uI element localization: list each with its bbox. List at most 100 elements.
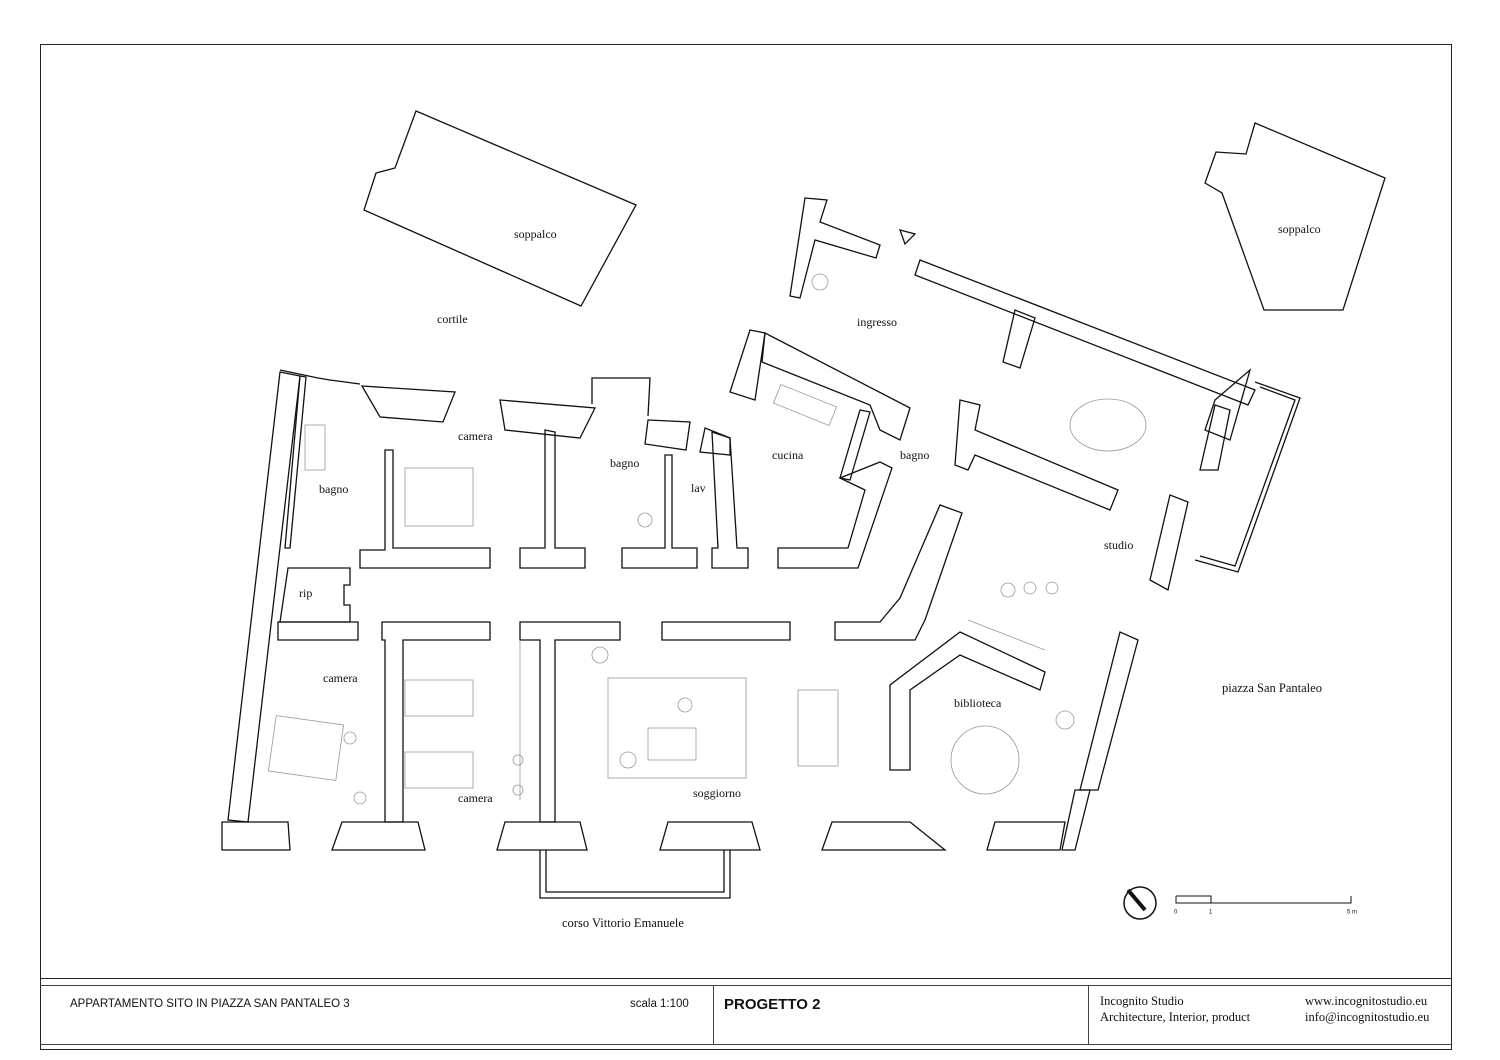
project-name: PROGETTO 2 (724, 996, 821, 1013)
wall-bagno-div (519, 429, 586, 569)
title-block: APPARTAMENTO SITO IN PIAZZA SAN PANTALEO… (40, 978, 1452, 1050)
furniture-chair-1 (637, 512, 653, 528)
label-cucina: cucina (772, 448, 804, 462)
entry-marker (898, 229, 917, 246)
furniture-studio-bench (967, 619, 1046, 651)
studio-email: info@incognitostudio.eu (1305, 1010, 1430, 1024)
scale-bar (1175, 895, 1352, 904)
furniture-chair-3 (353, 791, 367, 805)
label-soppalco-right: soppalco (1278, 222, 1321, 236)
south-pier-3 (496, 821, 588, 851)
wall-rip (279, 567, 351, 623)
wall-camera-bl (277, 621, 359, 641)
south-pier-2 (331, 821, 426, 851)
furniture-rug (607, 677, 747, 779)
furniture-bed-bm-2 (404, 751, 474, 789)
wall-biblioteca (889, 631, 1046, 771)
east-pier-4 (1204, 368, 1252, 441)
label-camera-top: camera (458, 429, 493, 443)
wall-north-left (789, 197, 881, 299)
east-pier-1 (1079, 631, 1139, 791)
south-pier-6 (986, 821, 1066, 851)
east-pier-3 (1199, 404, 1231, 471)
furniture-chair-9 (619, 751, 637, 769)
north-arrow-icon (1123, 886, 1157, 920)
title-block-divider-2 (1088, 986, 1089, 1044)
furniture-plant-1 (811, 273, 829, 291)
wall-lav-cucina (711, 431, 749, 569)
label-biblioteca: biblioteca (954, 696, 1002, 710)
wall-camera-bagno (359, 449, 491, 569)
balcony-soggiorno (539, 850, 731, 899)
scale-tick-1: 1 (1209, 910, 1213, 916)
furniture-bath-fixture (304, 424, 326, 471)
title-block-row: APPARTAMENTO SITO IN PIAZZA SAN PANTALEO… (40, 985, 1452, 1045)
furniture-chair-5 (512, 784, 524, 796)
furniture-chair-2 (343, 731, 357, 745)
balcony-bagno (591, 377, 651, 417)
balcony-soggiorno-inner (545, 850, 725, 893)
south-pier-5 (821, 821, 947, 851)
furniture-bed-top (404, 467, 474, 527)
wall-bagno-right (777, 461, 893, 569)
south-pier-1 (221, 821, 291, 851)
furniture-chair-8 (1045, 581, 1059, 595)
east-pier-2 (1149, 494, 1189, 591)
wall-camera-bm (381, 621, 491, 823)
wall-north-ingresso (914, 259, 1256, 406)
furniture-plant-2 (591, 646, 609, 664)
furniture-chair-6 (1000, 582, 1016, 598)
furniture-dining-table (797, 689, 839, 767)
furniture-chair-10 (677, 697, 693, 713)
wall-north-camera-2 (499, 399, 597, 439)
drawing-scale: scala 1:100 (630, 998, 689, 1010)
east-wall-1 (1061, 789, 1091, 851)
sheet-border (40, 44, 1452, 1050)
label-ingresso: ingresso (857, 315, 897, 329)
label-bagno-right: bagno (900, 448, 929, 462)
soppalco-right-outline (1204, 122, 1386, 311)
furniture-chair-7 (1023, 581, 1037, 595)
wall-cucina-east (839, 409, 871, 481)
label-cortile: cortile (437, 312, 468, 326)
furniture-bed-bm-1 (404, 679, 474, 717)
wall-west-inner (284, 375, 307, 549)
studio-website: www.incognitostudio.eu (1305, 994, 1428, 1008)
scale-tick-5: 5 m (1347, 910, 1357, 916)
label-camera-bm: camera (458, 791, 493, 805)
soppalco-left-outline (363, 110, 637, 307)
balcony-studio (1194, 381, 1301, 573)
balcony-studio-inner (1199, 386, 1296, 567)
wall-corridor-east (834, 504, 963, 641)
studio-name: Incognito Studio (1100, 994, 1184, 1008)
label-piazza: piazza San Pantaleo (1222, 681, 1322, 695)
furniture-plant-3 (1055, 710, 1075, 730)
studio-tagline: Architecture, Interior, product (1100, 1010, 1251, 1024)
wall-north-camera-1 (360, 385, 456, 423)
wall-north-stub (1002, 309, 1036, 369)
furniture-studio-table (1069, 398, 1147, 452)
scale-tick-0: 0 (1174, 910, 1178, 916)
label-lav: lav (691, 481, 706, 495)
label-bagno-left: bagno (319, 482, 348, 496)
label-soppalco-left: soppalco (514, 227, 557, 241)
label-camera-bl: camera (323, 671, 358, 685)
project-title: APPARTAMENTO SITO IN PIAZZA SAN PANTALEO… (70, 998, 350, 1010)
wall-soggiorno-west (519, 621, 621, 823)
south-pier-4 (659, 821, 761, 851)
label-studio: studio (1104, 538, 1133, 552)
wall-north-lav (699, 427, 731, 456)
title-block-divider-1 (713, 986, 714, 1044)
furniture-chair-4 (512, 754, 524, 766)
label-soggiorno: soggiorno (693, 786, 741, 800)
furniture-round-desk (950, 725, 1020, 795)
wall-cucina-north (729, 329, 766, 401)
wall-north-bagno (644, 419, 691, 451)
label-bagno-mid: bagno (610, 456, 639, 470)
wall-corridor-mid (661, 621, 791, 641)
furniture-bed-bl (267, 715, 345, 781)
label-corso: corso Vittorio Emanuele (562, 916, 684, 930)
furniture-kitchen-counter (772, 383, 838, 427)
wall-bagno-lav (621, 454, 698, 569)
